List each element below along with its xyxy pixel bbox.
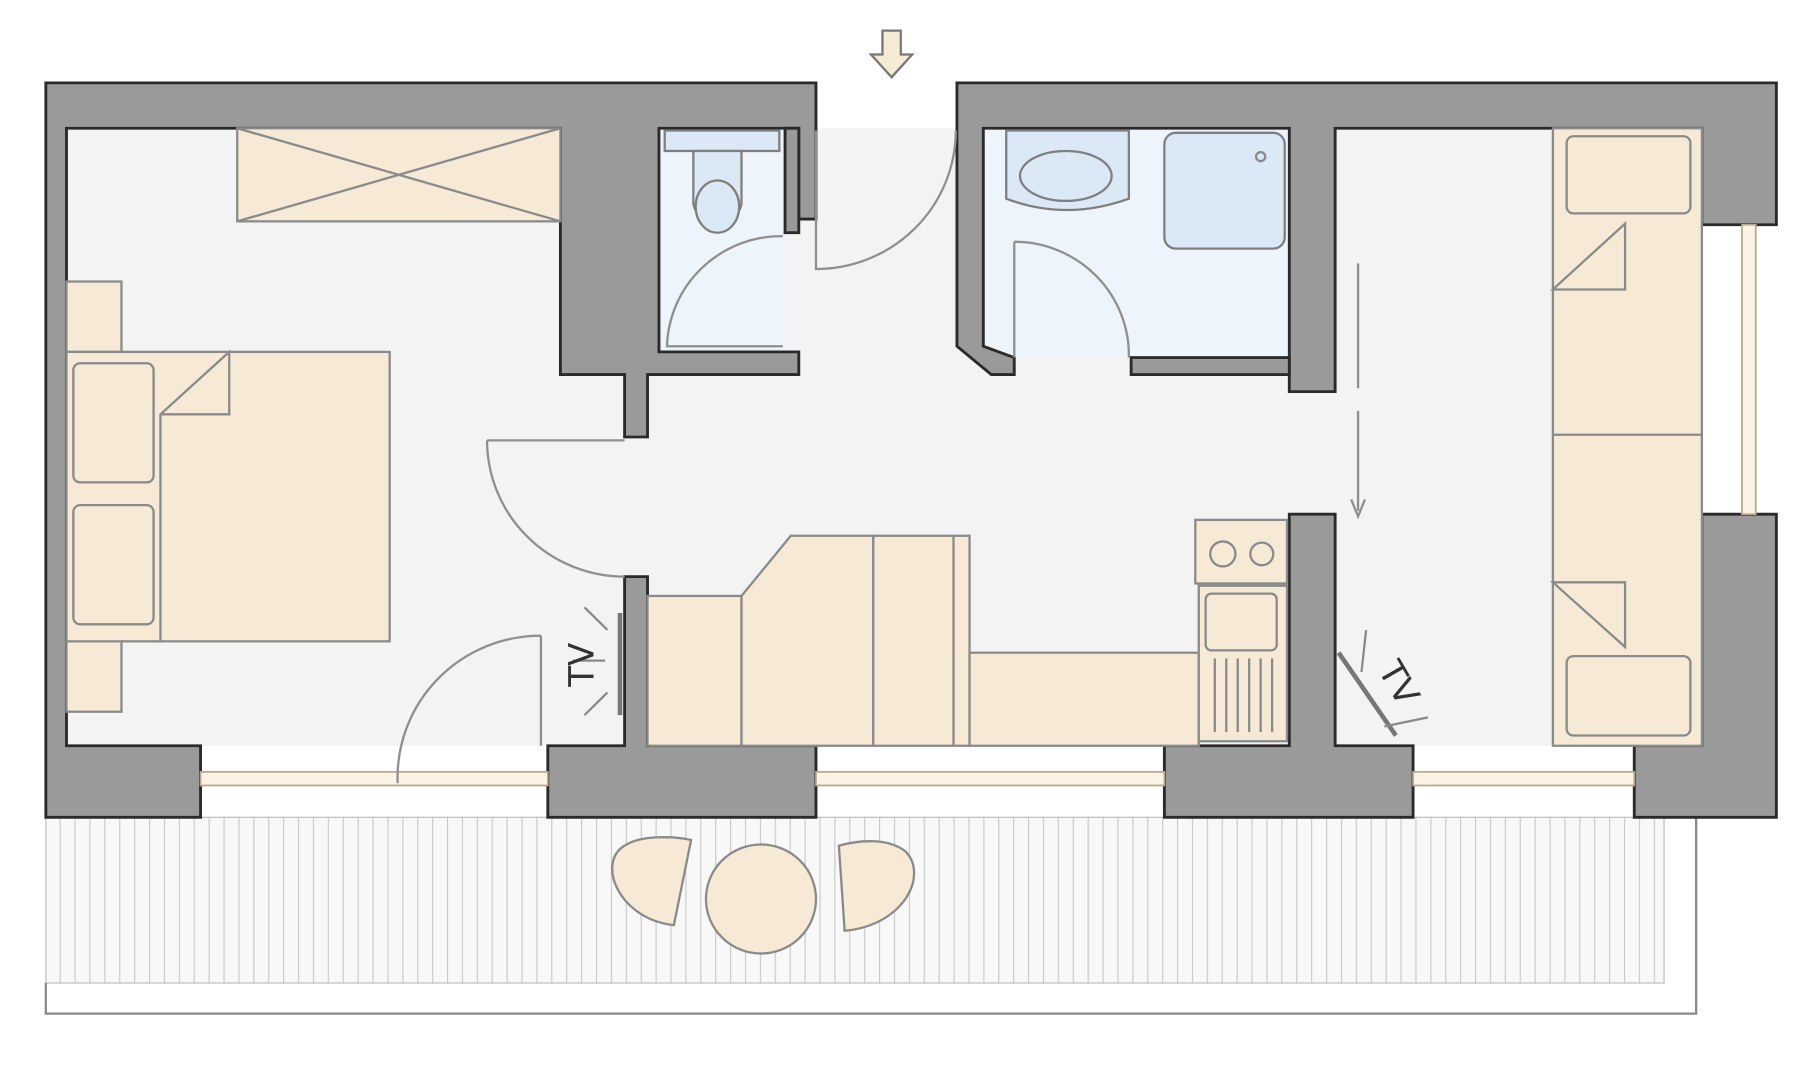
tv-left: TV	[563, 606, 623, 716]
windows	[199, 223, 1757, 787]
balcony-railing	[44, 817, 1698, 1015]
wardrobe	[236, 127, 562, 223]
doors[interactable]	[396, 130, 1131, 784]
nightstand-bottom	[65, 640, 123, 713]
single-beds	[1549, 127, 1704, 747]
room-path-arrow	[1350, 263, 1367, 520]
balcony	[44, 816, 1698, 1015]
stove	[1194, 518, 1289, 585]
balcony-table	[704, 843, 818, 955]
balcony-chair-right	[837, 840, 916, 933]
entrance-arrow-icon	[868, 29, 915, 79]
tv-label-left: TV	[563, 642, 603, 688]
walls	[44, 81, 1778, 819]
sink	[1197, 584, 1289, 743]
kitchen-counter	[646, 518, 1289, 747]
washbasin	[1005, 129, 1131, 212]
balcony-chair-left	[611, 836, 693, 927]
nightstand-top	[65, 280, 123, 354]
shower	[1163, 131, 1286, 250]
double-bed	[65, 349, 391, 643]
toilet	[663, 129, 781, 234]
